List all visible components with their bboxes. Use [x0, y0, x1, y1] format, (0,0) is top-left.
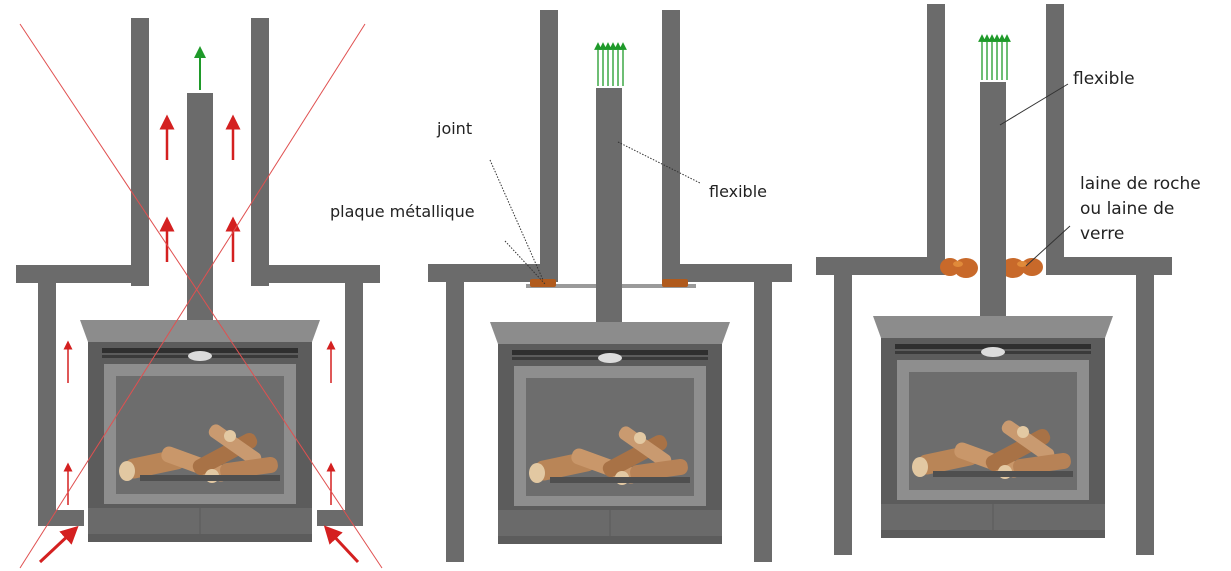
label-joint: joint: [436, 119, 472, 138]
panel-3-chimney-right-wall: [1046, 4, 1064, 274]
panel-1-hood-left: [16, 265, 149, 283]
label-plaque-metallique: plaque métallique: [330, 202, 475, 221]
green-arrow-icon: [978, 34, 1011, 80]
panel-2-flexible-pipe: [596, 88, 622, 322]
panel-2-stove: [489, 321, 731, 545]
panel-3-chimney-left-wall: [927, 4, 945, 274]
panel-3-side-wall-right: [1136, 275, 1154, 555]
label-verre: verre: [1080, 224, 1124, 244]
panel-3-leader-lines: [999, 83, 1071, 267]
panel-3-wool-highlight: [953, 261, 1027, 267]
panel-2-chimney-left-wall: [540, 10, 558, 274]
green-arrow-icon: [594, 42, 627, 86]
panel-2-side-wall-right: [754, 282, 772, 562]
panel-2-chimney-right-wall: [662, 10, 680, 274]
panel-3-side-wall-left: [834, 275, 852, 555]
panel-1-base-right: [317, 510, 345, 526]
panel-2-joint-right: [662, 279, 688, 287]
panel-1-flue-pipe: [187, 93, 213, 321]
panel-1-stove: [79, 319, 321, 543]
panel-2-hood-right: [662, 264, 792, 282]
panel-3-hood-left: [816, 257, 945, 275]
panel-3-hood-right: [1046, 257, 1172, 275]
panel-2-plate-and-joint: joint plaque métallique flexible: [330, 10, 792, 562]
label-ou-laine-de: ou laine de: [1080, 199, 1174, 219]
label-laine-de-roche: laine de roche: [1080, 174, 1201, 194]
panel-2-joint-left: [530, 279, 556, 287]
panel-1-chimney-right-wall: [251, 18, 269, 286]
panel-3-mineral-wool: flexible laine de roche ou laine de verr…: [816, 4, 1201, 555]
panel-3-flexible-pipe: [980, 82, 1006, 318]
panel-1-side-wall-right: [345, 283, 363, 526]
panel-2-side-wall-left: [446, 282, 464, 562]
label-flexible: flexible: [1073, 69, 1135, 89]
panel-1-hood-right: [251, 265, 380, 283]
panel-1-chimney-left-wall: [131, 18, 149, 286]
label-flexible: flexible: [709, 182, 767, 201]
panel-2-leader-lines: [489, 141, 701, 285]
panel-1-side-wall-left: [38, 283, 56, 526]
red-arrow-icon: [38, 114, 360, 564]
panel-3-stove: [872, 315, 1114, 539]
panel-1-incorrect: [16, 18, 383, 569]
panel-1-base-left: [56, 510, 84, 526]
red-cross-icon: [19, 23, 383, 569]
panel-2-hood-left: [428, 264, 558, 282]
